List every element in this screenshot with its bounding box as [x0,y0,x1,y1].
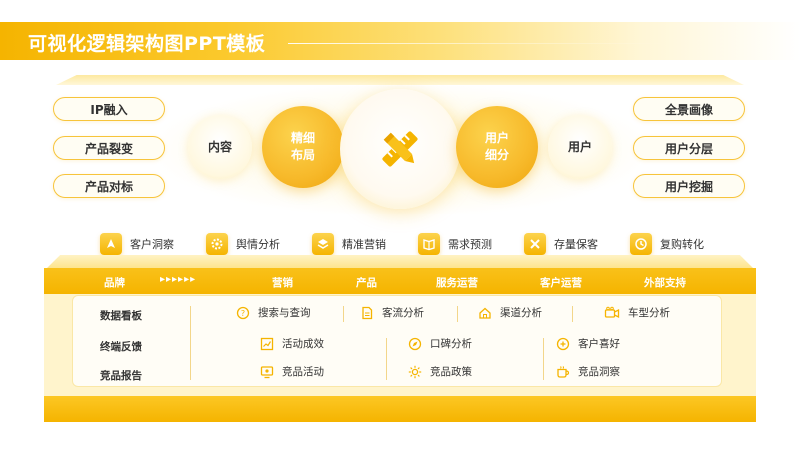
compass-icon [408,337,422,350]
camera-icon [604,306,620,318]
item-label: 渠道分析 [500,307,542,319]
circle-user-segmentation: 用户细分 [456,106,538,188]
gear-icon [206,233,228,255]
circle-content: 内容 [188,115,252,179]
circle-fine-layout: 精细布局 [262,106,344,188]
title-bar [0,22,800,60]
item-footfall-analysis: 客流分析 [360,305,424,320]
item-label: 客流分析 [382,307,424,319]
content-panel [72,295,722,387]
feature-label: 精准营销 [342,238,386,251]
flow-arrows: ▸▸▸▸▸▸ [160,274,197,285]
feature-customer-insight: 客户洞察 [100,231,174,257]
label-competitor-report: 竞品报告 [100,370,142,382]
circle-content-label: 内容 [207,139,232,154]
feature-sentiment-analysis: 舆情分析 [206,231,280,257]
layers-icon [312,233,334,255]
feature-customer-retention: 存量保客 [524,231,598,257]
divider [543,338,544,380]
question-icon: ? [236,306,250,319]
book-icon [418,233,440,255]
feature-label: 客户洞察 [130,238,174,251]
header-service-ops: 服务运营 [436,277,478,289]
pill-product-benchmark: 产品对标 [53,174,165,198]
page-title: 可视化逻辑架构图PPT模板 [28,33,266,55]
item-label: 搜索与查询 [258,307,311,319]
pill-panoramic-profile: 全景画像 [633,97,745,121]
item-label: 车型分析 [628,307,670,319]
divider-left [190,306,191,380]
item-competitor-insight: 竞品洞察 [556,364,620,379]
pencil-ruler-icon [382,131,418,167]
header-customer-ops: 客户运营 [540,277,582,289]
feature-repurchase-conversion: 复购转化 [630,231,704,257]
item-competitor-activity: 竞品活动 [260,364,324,379]
circle-segment-label: 用户细分 [484,131,509,162]
header-external-support: 外部支持 [644,277,686,289]
feature-label: 复购转化 [660,238,704,251]
pill-ip-integration: IP融入 [53,97,165,121]
circle-user-label: 用户 [567,139,592,154]
monitor-icon [260,365,274,378]
label-data-dashboard: 数据看板 [100,310,142,322]
header-brand: 品牌 [104,277,125,289]
divider [572,306,573,322]
rocket-icon [100,233,122,255]
header-product: 产品 [356,277,377,289]
clock-icon [630,233,652,255]
tools-icon [524,233,546,255]
platform-top-face [46,255,754,269]
item-label: 竞品政策 [430,366,472,378]
divider [386,338,387,380]
platform-header-bar [44,268,756,294]
circle-user: 用户 [548,115,612,179]
item-model-analysis: 车型分析 [604,305,670,320]
divider [457,306,458,322]
item-label: 竞品活动 [282,366,324,378]
chart-icon [260,337,274,350]
feature-demand-forecast: 需求预测 [418,231,492,257]
feature-label: 舆情分析 [236,238,280,251]
pill-product-fission: 产品裂变 [53,136,165,160]
pill-user-mining: 用户挖掘 [633,174,745,198]
item-label: 活动成效 [282,338,324,350]
title-divider [288,43,668,44]
feature-precision-marketing: 精准营销 [312,231,386,257]
home-icon [479,307,491,319]
item-campaign-effect: 活动成效 [260,336,324,351]
item-search-query: ? 搜索与查询 [236,305,311,320]
plus-circle-icon [556,337,570,350]
svg-text:?: ? [241,309,245,318]
document-icon [362,306,373,319]
circle-layout-label: 精细布局 [290,131,315,162]
item-label: 口碑分析 [430,338,472,350]
center-circle [340,89,460,209]
sun-icon [408,365,422,378]
cup-icon [557,365,570,378]
header-marketing: 营销 [272,277,293,289]
platform-base [44,396,756,422]
item-reputation-analysis: 口碑分析 [408,336,472,351]
item-customer-preference: 客户喜好 [556,336,620,351]
pill-user-tiering: 用户分层 [633,136,745,160]
item-competitor-policy: 竞品政策 [408,364,472,379]
divider [343,306,344,322]
label-terminal-feedback: 终端反馈 [100,341,142,353]
item-label: 竞品洞察 [578,366,620,378]
feature-label: 存量保客 [554,238,598,251]
feature-label: 需求预测 [448,238,492,251]
top-band [56,75,744,85]
item-channel-analysis: 渠道分析 [478,305,542,320]
item-label: 客户喜好 [578,338,620,350]
